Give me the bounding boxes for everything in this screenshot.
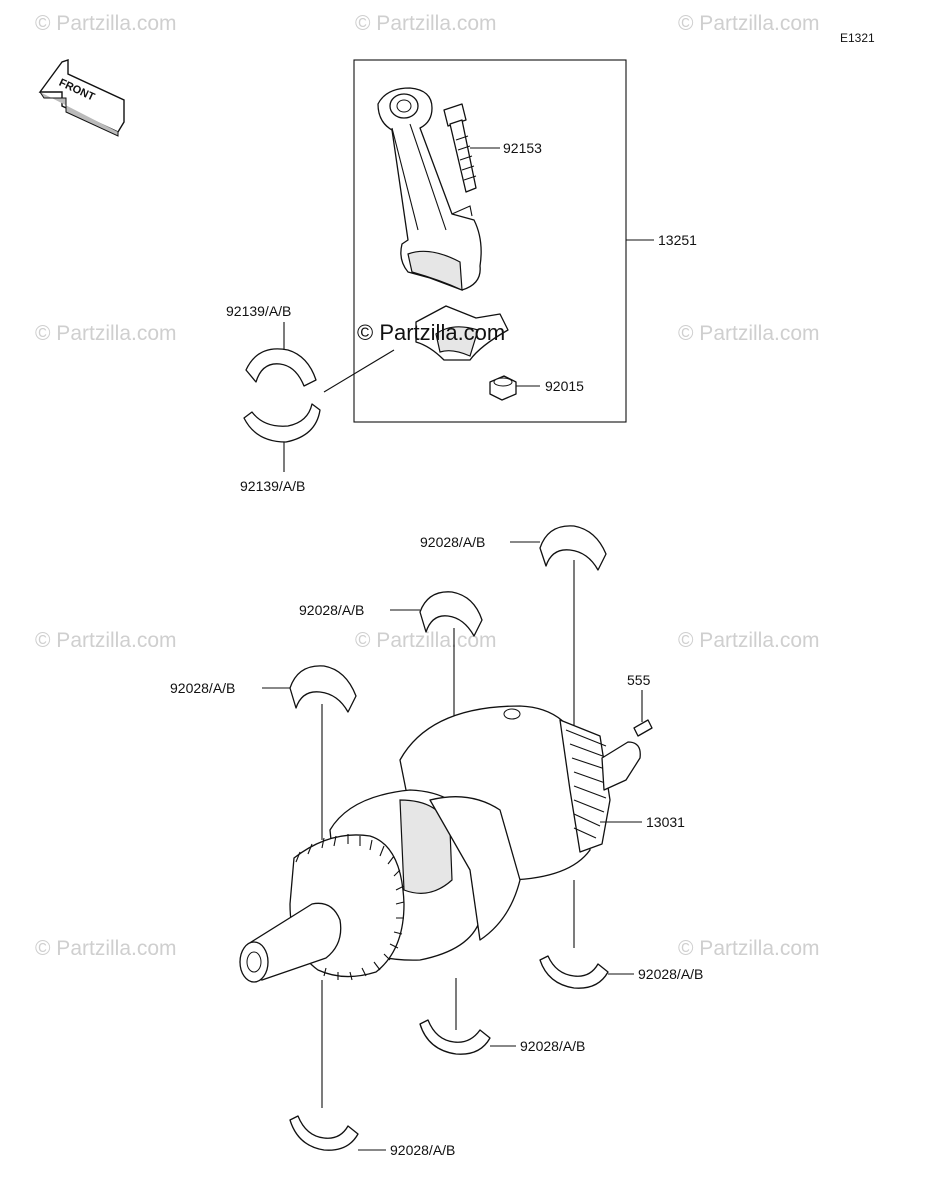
- watermark: © Partzilla.com: [35, 322, 177, 345]
- watermark: © Partzilla.com: [355, 629, 497, 652]
- label-92028-a: 92028/A/B: [420, 534, 485, 550]
- watermark: © Partzilla.com: [678, 629, 820, 652]
- watermarks: © Partzilla.com © Partzilla.com © Partzi…: [35, 12, 820, 960]
- main-bearing-3: [289, 665, 357, 713]
- watermark: © Partzilla.com: [678, 12, 820, 35]
- watermark: © Partzilla.com: [35, 12, 177, 35]
- dowel-pin-555: [633, 719, 653, 737]
- label-92139-top: 92139/A/B: [226, 303, 291, 319]
- watermark: © Partzilla.com: [35, 629, 177, 652]
- connecting-rod: [377, 87, 482, 291]
- watermark: © Partzilla.com: [355, 12, 497, 35]
- label-92153: 92153: [503, 140, 542, 156]
- main-bearing-6: [289, 1115, 359, 1151]
- rod-cap: [415, 305, 509, 361]
- main-bearing-2: [419, 591, 483, 637]
- label-92139-bottom: 92139/A/B: [240, 478, 305, 494]
- watermark: © Partzilla.com: [35, 937, 177, 960]
- label-555: 555: [627, 672, 651, 688]
- diagram-code: E1321: [840, 31, 875, 45]
- label-92028-c: 92028/A/B: [170, 680, 235, 696]
- center-watermark: © Partzilla.com: [357, 320, 505, 345]
- label-92015: 92015: [545, 378, 584, 394]
- crankshaft: [239, 705, 641, 983]
- watermark: © Partzilla.com: [678, 937, 820, 960]
- main-bearing-1: [539, 525, 607, 571]
- conrod-bearing-upper: [245, 348, 317, 387]
- watermark: © Partzilla.com: [678, 322, 820, 345]
- label-92028-e: 92028/A/B: [520, 1038, 585, 1054]
- label-13031: 13031: [646, 814, 685, 830]
- label-92028-b: 92028/A/B: [299, 602, 364, 618]
- label-13251: 13251: [658, 232, 697, 248]
- main-bearing-4: [539, 955, 609, 989]
- label-92028-f: 92028/A/B: [390, 1142, 455, 1158]
- conrod-assembly-box: [353, 59, 627, 423]
- main-bearing-5: [419, 1019, 491, 1055]
- nut-92015: [489, 375, 517, 401]
- label-92028-d: 92028/A/B: [638, 966, 703, 982]
- bolt-92153: [443, 103, 477, 193]
- front-arrow-icon: FRONT: [38, 59, 125, 137]
- conrod-bearing-lower: [243, 403, 321, 443]
